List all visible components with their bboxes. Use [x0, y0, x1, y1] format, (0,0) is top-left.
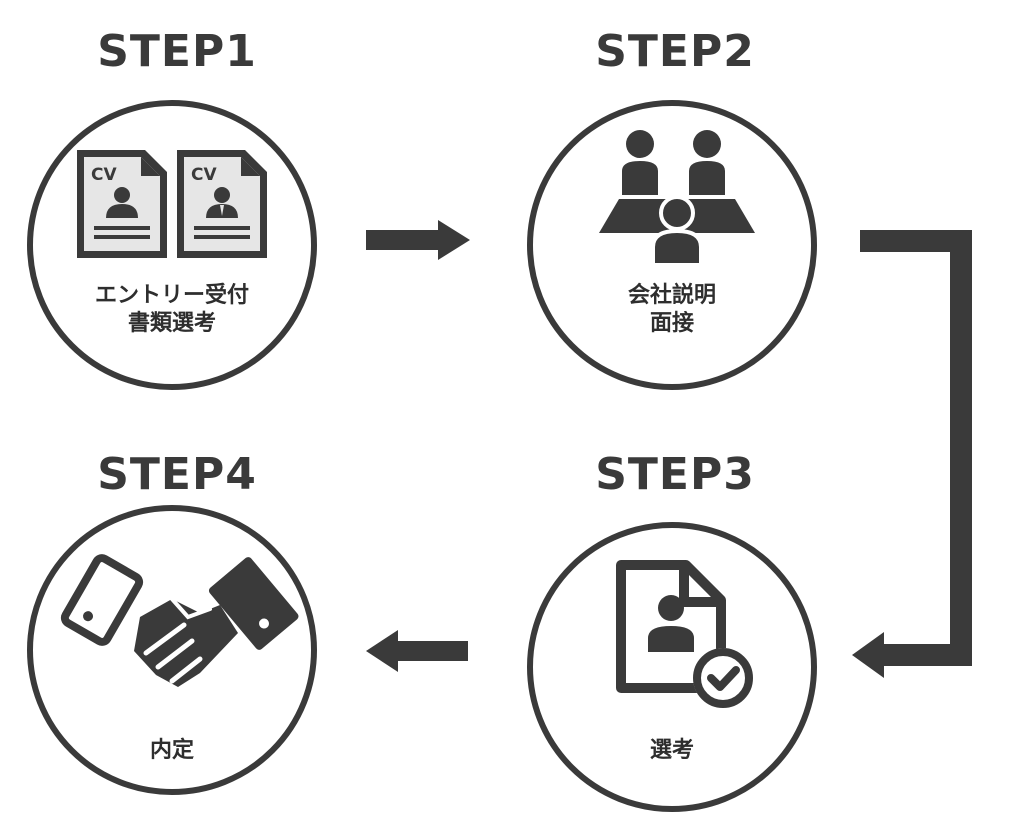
- step2-label-line2: 面接: [649, 311, 694, 336]
- step2-label: 会社説明 面接: [522, 282, 822, 338]
- step1-circle: [27, 100, 317, 390]
- step3-circle: [527, 522, 817, 812]
- cv-text-left: CV: [91, 165, 117, 185]
- step4-label-line1: 内定: [149, 738, 194, 763]
- elbow-connector-step2-to-step3: [852, 230, 972, 678]
- meeting-people-icon: [599, 130, 755, 267]
- cv-document-right: CV: [177, 150, 267, 258]
- cv-text-right: CV: [191, 165, 217, 185]
- step1-title: STEP1: [97, 26, 257, 77]
- step1-label: エントリー受付 書類選考: [22, 282, 322, 338]
- step2-title: STEP2: [595, 26, 755, 77]
- step1-label-line1: エントリー受付: [94, 283, 249, 308]
- handshake-icon: [60, 554, 299, 687]
- arrow-right-step1-to-step2: [366, 220, 470, 260]
- cv-documents-icon: CV CV: [77, 150, 267, 258]
- arrow-left-step3-to-step4: [366, 630, 468, 672]
- step4-label: 内定: [22, 737, 322, 765]
- step3-label: 選考: [522, 737, 822, 765]
- cv-document-left: CV: [77, 150, 167, 258]
- step4-title: STEP4: [97, 449, 257, 500]
- step2-label-line1: 会社説明: [627, 283, 716, 308]
- step3-label-line1: 選考: [649, 738, 694, 763]
- profile-document-check-icon: [616, 560, 753, 708]
- step3-title: STEP3: [595, 449, 755, 500]
- step1-label-line2: 書類選考: [127, 311, 216, 336]
